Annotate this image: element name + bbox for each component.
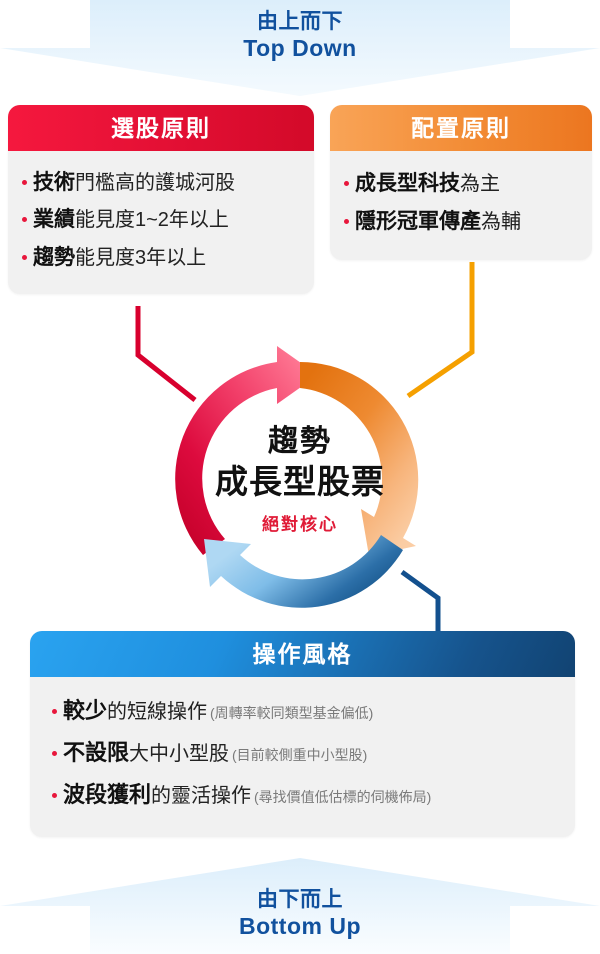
bottom-up-label: 由下而上 Bottom Up bbox=[0, 888, 600, 940]
cycle-line-1: 趨勢 bbox=[268, 425, 332, 459]
card-stock-picking-title: 選股原則 bbox=[8, 105, 314, 151]
bullet-text: 波段獲利的靈活操作(尋找價值低估標的伺機佈局) bbox=[63, 781, 553, 809]
card-allocation: 配置原則 成長型科技為主 隱形冠軍傳產為輔 bbox=[330, 105, 592, 260]
bullet-lead: 較少 bbox=[63, 698, 108, 723]
red-arc bbox=[175, 346, 318, 555]
cycle-center-text: 趨勢 成長型股票 絕對核心 bbox=[150, 330, 450, 630]
bullet-dot-icon bbox=[344, 181, 349, 186]
card-operating-style-title: 操作風格 bbox=[30, 631, 575, 677]
list-item: 成長型科技為主 bbox=[344, 171, 578, 197]
bullet-text: 隱形冠軍傳產為輔 bbox=[355, 209, 578, 235]
orange-arc bbox=[300, 361, 419, 556]
cycle-line-2: 成長型股票 bbox=[215, 462, 385, 500]
bullet-lead: 業績 bbox=[33, 208, 75, 232]
bullet-note: (目前較側重中小型股) bbox=[232, 747, 368, 763]
top-down-banner bbox=[0, 0, 600, 96]
card-operating-style-body: 較少的短線操作(周轉率較同類型基金偏低) 不設限大中小型股(目前較側重中小型股)… bbox=[30, 677, 575, 837]
list-item: 技術門檻高的護城河股 bbox=[22, 170, 300, 196]
list-item: 較少的短線操作(周轉率較同類型基金偏低) bbox=[52, 697, 553, 725]
bullet-dot-icon bbox=[344, 219, 349, 225]
bullet-rest: 的短線操作 bbox=[107, 701, 208, 723]
bullet-lead: 趨勢 bbox=[33, 245, 75, 269]
bullet-rest: 能見度1~2年以上 bbox=[75, 209, 229, 232]
card-stock-picking: 選股原則 技術門檻高的護城河股 業績能見度1~2年以上 趨勢能見度3年以上 bbox=[8, 105, 314, 294]
card-allocation-body: 成長型科技為主 隱形冠軍傳產為輔 bbox=[330, 151, 592, 260]
list-item: 不設限大中小型股(目前較側重中小型股) bbox=[52, 739, 553, 767]
top-down-chevron-icon bbox=[0, 0, 600, 96]
card-allocation-title: 配置原則 bbox=[330, 105, 592, 151]
bullet-rest: 的靈活操作 bbox=[151, 785, 252, 807]
bullet-text: 成長型科技為主 bbox=[355, 171, 578, 197]
cycle-diagram bbox=[150, 330, 450, 630]
bullet-dot-icon bbox=[22, 254, 27, 260]
bullet-rest: 大中小型股 bbox=[129, 743, 230, 765]
bullet-lead: 技術 bbox=[33, 171, 75, 194]
bullet-text: 趨勢能見度3年以上 bbox=[33, 245, 300, 271]
top-down-label: 由上而下 Top Down bbox=[0, 10, 600, 62]
bullet-text: 較少的短線操作(周轉率較同類型基金偏低) bbox=[63, 697, 553, 725]
bullet-text: 技術門檻高的護城河股 bbox=[33, 170, 300, 196]
bottom-up-banner bbox=[0, 858, 600, 954]
bullet-lead: 波段獲利 bbox=[63, 782, 152, 807]
list-item: 波段獲利的靈活操作(尋找價值低估標的伺機佈局) bbox=[52, 781, 553, 809]
bottom-up-chevron-icon bbox=[0, 858, 600, 954]
bottom-up-label-en: Bottom Up bbox=[238, 912, 362, 939]
cycle-line-3: 絕對核心 bbox=[262, 514, 338, 534]
card-stock-picking-body: 技術門檻高的護城河股 業績能見度1~2年以上 趨勢能見度3年以上 bbox=[8, 151, 314, 294]
bullet-rest: 門檻高的護城河股 bbox=[75, 172, 235, 194]
card-operating-style: 操作風格 較少的短線操作(周轉率較同類型基金偏低) 不設限大中小型股(目前較側重… bbox=[30, 631, 575, 837]
bullet-rest: 為主 bbox=[460, 173, 500, 195]
bullet-rest: 能見度3年以上 bbox=[75, 246, 207, 269]
bullet-dot-icon bbox=[22, 217, 27, 223]
bullet-text: 業績能見度1~2年以上 bbox=[33, 207, 300, 233]
bullet-rest: 為輔 bbox=[481, 211, 521, 234]
top-down-label-en: Top Down bbox=[243, 34, 357, 61]
bottom-up-label-cn: 由下而上 bbox=[257, 888, 343, 911]
blue-arc bbox=[204, 535, 403, 608]
bullet-dot-icon bbox=[52, 709, 57, 714]
bullet-note: (周轉率較同類型基金偏低) bbox=[210, 705, 374, 721]
bullet-dot-icon bbox=[22, 180, 27, 185]
bullet-dot-icon bbox=[52, 751, 57, 756]
bullet-note: (尋找價值低估標的伺機佈局) bbox=[254, 789, 432, 805]
bullet-lead: 隱形冠軍傳產 bbox=[355, 210, 481, 234]
bullet-lead: 不設限 bbox=[63, 740, 130, 765]
top-down-label-cn: 由上而下 bbox=[257, 10, 343, 33]
bullet-dot-icon bbox=[52, 793, 57, 798]
list-item: 趨勢能見度3年以上 bbox=[22, 245, 300, 271]
list-item: 業績能見度1~2年以上 bbox=[22, 207, 300, 233]
list-item: 隱形冠軍傳產為輔 bbox=[344, 209, 578, 235]
bullet-lead: 成長型科技 bbox=[355, 172, 460, 195]
bullet-text: 不設限大中小型股(目前較側重中小型股) bbox=[63, 739, 553, 767]
